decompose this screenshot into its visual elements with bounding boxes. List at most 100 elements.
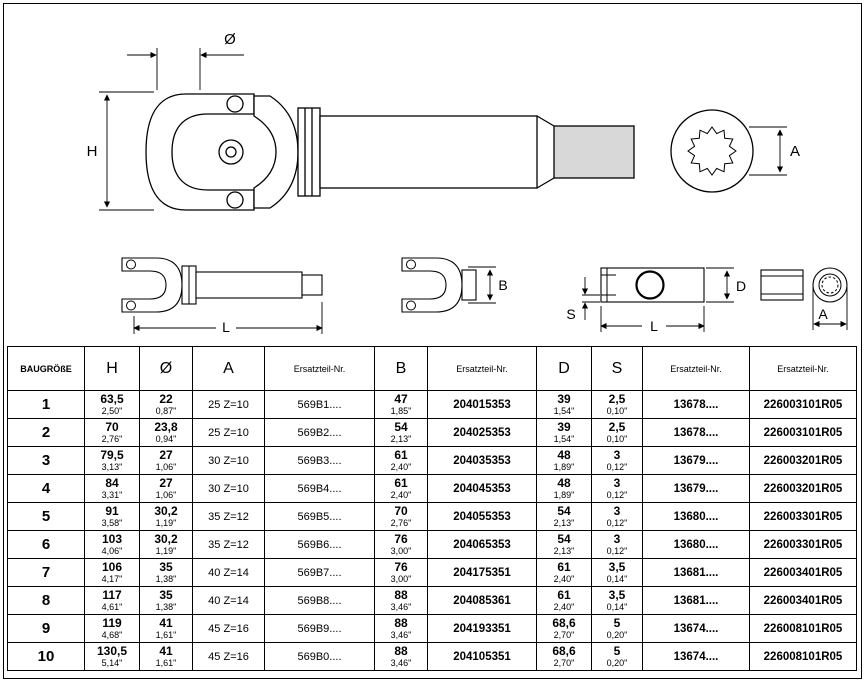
h-cell: 79,5 3,13" [84, 446, 140, 475]
h-mm-value: 91 [105, 504, 119, 518]
s-mm-value: 3,5 [608, 560, 626, 574]
d-mm-value: 48 [557, 448, 571, 462]
spline-spec-cell: 30 Z=10 [192, 446, 265, 475]
header-b: B [374, 346, 428, 391]
technical-drawing-svg: H Ø [87, 31, 848, 335]
part-number-fork-cell: 204025353 [427, 418, 537, 447]
part-number-tube-cell: 13678.... [642, 418, 750, 447]
s-cell: 3 0,12" [591, 446, 643, 475]
b-mm-value: 61 [394, 476, 408, 490]
l-dimension-1 [133, 302, 323, 334]
spline-spec-cell: 25 Z=10 [192, 390, 265, 419]
part-number-tube-cell: 13680.... [642, 502, 750, 531]
spline-spec-cell: 45 Z=16 [192, 642, 265, 671]
size-cell: 7 [7, 558, 85, 587]
part-number-yoke-cell: 569B8.... [264, 586, 375, 615]
d-cell: 54 2,13" [536, 530, 592, 559]
part-number-yoke-cell: 569B0.... [264, 642, 375, 671]
s-inch-value: 0,20" [606, 658, 628, 668]
h-mm-value: 70 [105, 420, 119, 434]
part-number-profile-cell: 226003301R05 [749, 530, 857, 559]
b-cell: 47 1,85" [374, 390, 428, 419]
b-mm-value: 88 [394, 616, 408, 630]
d-cell: 54 2,13" [536, 502, 592, 531]
dimension-table: BAUGRÖßE H Ø A Ersatzteil-Nr. B Ersatzte… [7, 346, 857, 671]
header-baugroesse: BAUGRÖßE [7, 346, 85, 391]
small-yoke-1 [121, 257, 323, 313]
diameter-inch-value: 1,61" [155, 658, 177, 668]
profile-tube-side [760, 269, 804, 301]
b-inch-value: 2,76" [390, 518, 412, 528]
b-cell: 88 3,46" [374, 586, 428, 615]
size-cell: 6 [7, 530, 85, 559]
part-number-profile-cell: 226003101R05 [749, 418, 857, 447]
diameter-cell: 30,2 1,19" [139, 502, 193, 531]
b-mm-value: 88 [394, 644, 408, 658]
diameter-inch-value: 1,38" [155, 602, 177, 612]
diameter-mm-value: 41 [159, 616, 173, 630]
h-cell: 106 4,17" [84, 558, 140, 587]
h-cell: 63,5 2,50" [84, 390, 140, 419]
h-inch-value: 4,61" [101, 602, 123, 612]
table-body: 1 63,5 2,50" 22 0,87" 25 Z=10 569B1.... … [7, 390, 857, 671]
d-mm-value: 61 [557, 588, 571, 602]
d-mm-value: 39 [557, 392, 571, 406]
dim-label-a: A [790, 143, 800, 160]
b-cell: 61 2,40" [374, 474, 428, 503]
dim-label-d: D [736, 278, 746, 294]
part-number-yoke-cell: 569B6.... [264, 530, 375, 559]
table-row: 4 84 3,31" 27 1,06" 30 Z=10 569B4.... 61… [7, 474, 857, 503]
fork-length-drawing: L [121, 257, 323, 335]
part-number-tube-cell: 13681.... [642, 586, 750, 615]
h-inch-value: 2,76" [101, 434, 123, 444]
d-inch-value: 1,54" [553, 434, 575, 444]
catalog-page: H Ø [3, 3, 862, 679]
part-number-profile-cell: 226003401R05 [749, 558, 857, 587]
part-number-profile-cell: 226003101R05 [749, 390, 857, 419]
b-cell: 88 3,46" [374, 614, 428, 643]
part-number-fork-cell: 204055353 [427, 502, 537, 531]
part-number-fork-cell: 204035353 [427, 446, 537, 475]
h-mm-value: 130,5 [96, 644, 128, 658]
d-inch-value: 1,89" [553, 490, 575, 500]
diameter-cell: 35 1,38" [139, 558, 193, 587]
s-inch-value: 0,10" [606, 406, 628, 416]
b-cell: 61 2,40" [374, 446, 428, 475]
diameter-cell: 30,2 1,19" [139, 530, 193, 559]
b-inch-value: 2,40" [390, 462, 412, 472]
h-mm-value: 63,5 [100, 392, 124, 406]
diameter-inch-value: 0,94" [155, 434, 177, 444]
h-dimension [99, 91, 154, 211]
diameter-mm-value: 27 [159, 476, 173, 490]
h-mm-value: 119 [102, 616, 122, 630]
b-cell: 76 3,00" [374, 530, 428, 559]
spline-spec-cell: 40 Z=14 [192, 586, 265, 615]
b-inch-value: 3,00" [390, 546, 412, 556]
mating-yoke [253, 95, 299, 209]
b-mm-value: 76 [394, 532, 408, 546]
part-number-profile-cell: 226003401R05 [749, 586, 857, 615]
part-number-fork-cell: 204085361 [427, 586, 537, 615]
d-mm-value: 54 [557, 504, 571, 518]
h-inch-value: 4,06" [101, 546, 123, 556]
h-mm-value: 84 [105, 476, 119, 490]
b-mm-value: 70 [394, 504, 408, 518]
header-ersatzteil-3: Ersatzteil-Nr. [642, 346, 750, 391]
s-cell: 2,5 0,10" [591, 418, 643, 447]
b-inch-value: 2,40" [390, 490, 412, 500]
diameter-cell: 22 0,87" [139, 390, 193, 419]
b-mm-value: 88 [394, 588, 408, 602]
s-mm-value: 2,5 [608, 420, 626, 434]
b-inch-value: 1,85" [390, 406, 412, 416]
l-dimension-2 [600, 306, 705, 332]
s-mm-value: 3 [613, 476, 621, 490]
size-cell: 10 [7, 642, 85, 671]
h-cell: 91 3,58" [84, 502, 140, 531]
header-ersatzteil-4: Ersatzteil-Nr. [749, 346, 857, 391]
d-cell: 39 1,54" [536, 390, 592, 419]
h-inch-value: 3,13" [101, 462, 123, 472]
size-cell: 3 [7, 446, 85, 475]
d-inch-value: 2,70" [553, 630, 575, 640]
h-cell: 84 3,31" [84, 474, 140, 503]
d-mm-value: 39 [557, 420, 571, 434]
